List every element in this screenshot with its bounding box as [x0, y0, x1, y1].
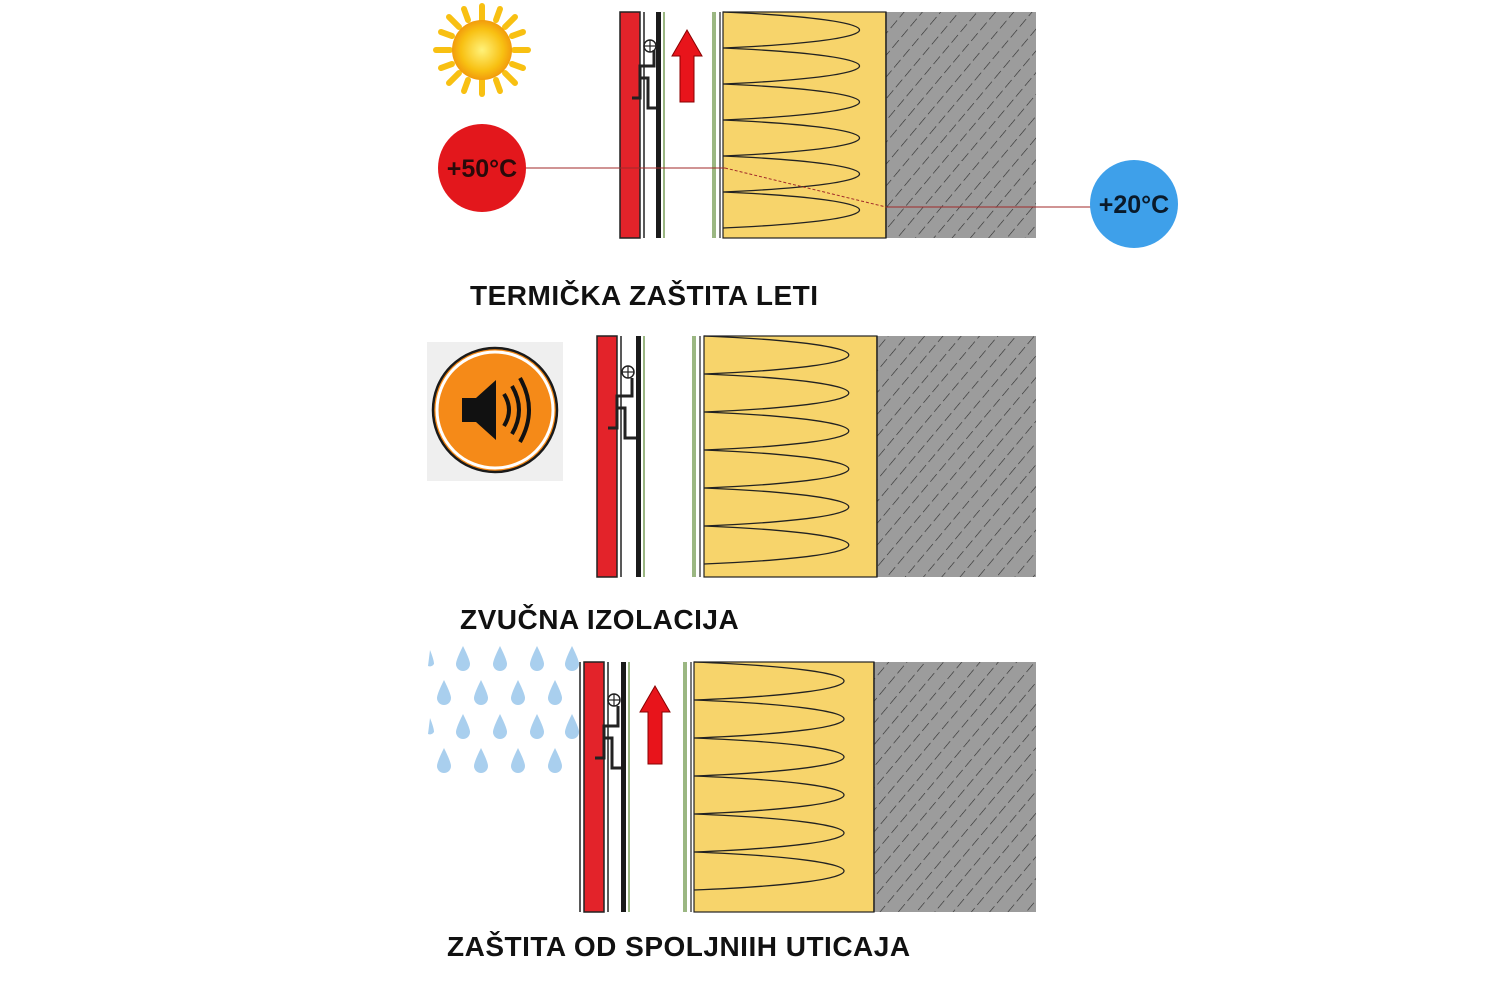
insulation-pattern: [693, 661, 845, 891]
concrete-wall: [874, 662, 1036, 912]
substructure-rail: [656, 12, 661, 238]
outside-temperature: +50°C: [447, 155, 517, 183]
substructure-rail: [621, 662, 626, 912]
inside-temperature: +20°C: [1099, 191, 1169, 219]
wind-barrier: [692, 336, 696, 577]
caption-sound-insulation: ZVUČNA IZOLACIJA: [460, 604, 740, 635]
caption-weather-protection: ZAŠTITA OD SPOLJNIIH UTICAJA: [447, 931, 911, 962]
bracket-icon: [595, 693, 621, 770]
wind-barrier: [683, 662, 687, 912]
hot-temperature-badge: +50°C: [438, 124, 526, 212]
panel-weather: [428, 646, 1036, 913]
panel-sound: [427, 335, 1036, 578]
cladding-panel: [583, 661, 605, 913]
concrete-wall: [886, 12, 1036, 238]
insulation-pattern: [703, 335, 850, 565]
cladding-panel: [619, 11, 641, 239]
cold-temperature-badge: +20°C: [1090, 160, 1178, 248]
concrete-wall: [877, 336, 1036, 577]
airflow-arrow-up-icon: [671, 28, 703, 103]
rain-icon: [428, 646, 579, 773]
sun-icon: [433, 3, 531, 97]
panel-thermal: +50°C +20°C: [433, 3, 1178, 248]
caption-thermal-protection: TERMIČKA ZAŠTITA LETI: [470, 280, 819, 311]
insulation-layer: [703, 335, 878, 578]
bracket-icon: [632, 39, 657, 110]
cladding-panel: [596, 335, 618, 578]
airflow-arrow-up-icon: [639, 684, 671, 765]
insulation-pattern: [722, 11, 861, 229]
insulation-layer: [693, 661, 875, 913]
substructure-rail: [636, 336, 641, 577]
bracket-icon: [608, 365, 636, 440]
wind-barrier: [712, 12, 716, 238]
speaker-icon: [427, 342, 563, 481]
